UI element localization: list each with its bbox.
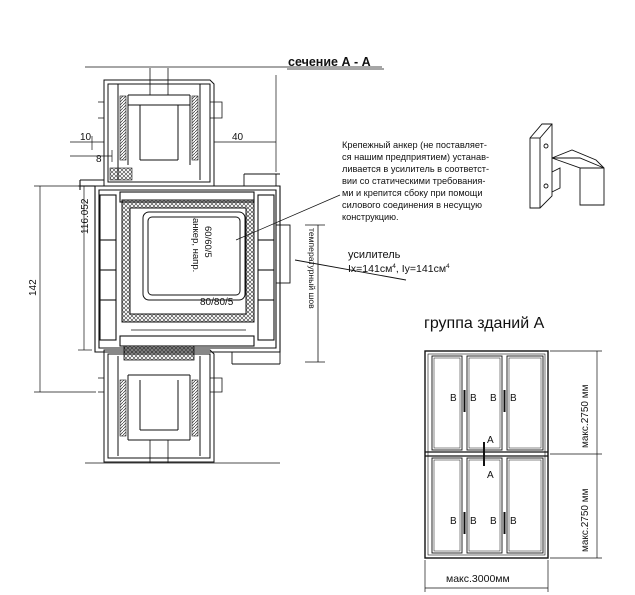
dimension-10: 10: [80, 132, 92, 143]
anchor-bracket-sketch: [529, 123, 605, 209]
b-label: B: [510, 393, 517, 404]
wall-seam: [231, 173, 407, 365]
anchor-note-line-6: силового соединения в несущую: [342, 200, 482, 210]
b-label: B: [450, 393, 457, 404]
section-drawing: анкер, напр. 60/60/5 80/80/5 температурн…: [79, 66, 407, 464]
reinforcement-profile: [121, 199, 255, 323]
glazing-gasket: [119, 95, 127, 161]
reinforcement-iy-exponent: 4: [446, 263, 450, 270]
width-dimension: [424, 560, 549, 592]
building-group-title: группа зданий А: [424, 315, 545, 332]
reinforcement-ix-exponent: 4: [392, 263, 396, 270]
reinforcement-properties: Ix=141см4, Iy=141см4: [348, 263, 450, 275]
b-label: B: [490, 393, 497, 404]
dimension-142: 142: [28, 279, 39, 296]
dimension-116: 116.052: [80, 198, 91, 234]
b-label: B: [450, 516, 457, 527]
temperature-seam-label: температурный шов: [307, 228, 317, 309]
seam-dimension: [305, 224, 325, 363]
b-label: B: [470, 393, 477, 404]
anchor-note-line-3: ливается в усилитель в соответст-: [342, 164, 489, 174]
dimension-40: 40: [232, 132, 244, 143]
dimension-8: 8: [96, 154, 102, 165]
glazing-gasket: [119, 379, 127, 437]
anchor-note-line-1: Крепежный анкер (не поставляет-: [342, 140, 487, 150]
b-label: B: [490, 516, 497, 527]
anchor-leader: [235, 194, 341, 241]
width-label: макс.3000мм: [446, 573, 510, 585]
anchor-profile: [142, 211, 246, 301]
a-label: A: [487, 470, 494, 481]
b-label: B: [470, 516, 477, 527]
anchor-note-line-2: ся нашим предприятием) устанав-: [342, 152, 489, 162]
anchor-label-line2: 60/60/5: [202, 226, 213, 258]
height-label-bottom: макс.2750 мм: [580, 488, 591, 552]
b-label: B: [510, 516, 517, 527]
seal-block: [109, 167, 133, 181]
a-label: A: [487, 435, 494, 446]
height-label-top: макс.2750 мм: [580, 384, 591, 448]
glazing-gasket: [191, 379, 199, 437]
anchor-label-line1: анкер, напр.: [190, 218, 201, 272]
anchor-note-line-5: ми и крепится сбоку при помощи: [342, 188, 482, 198]
reinforcement-iy: , Iy=141см: [396, 263, 446, 275]
profile-size-label: 80/80/5: [200, 297, 234, 308]
section-title: сечение А - А: [288, 55, 371, 69]
reinforcement-ix: Ix=141см: [348, 263, 392, 275]
anchor-note-line-4: вии со статическими требования-: [342, 176, 485, 186]
anchor-note-line-7: конструкцию.: [342, 212, 399, 222]
window-grid: [424, 350, 549, 559]
dimension-lines: [34, 75, 277, 393]
reinforcement-title: усилитель: [348, 249, 401, 261]
height-dimension: [550, 350, 602, 559]
glazing-gasket: [191, 95, 199, 161]
